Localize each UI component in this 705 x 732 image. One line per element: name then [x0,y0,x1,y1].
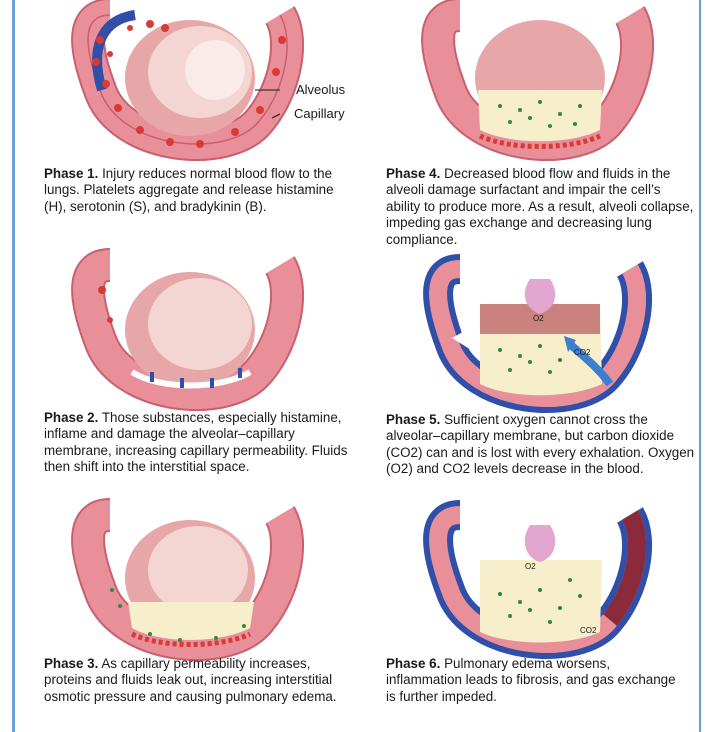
phase-2-title: Phase 2. [44,410,98,425]
phase-6-caption: Phase 6. Pulmonary edema worsens, inflam… [386,656,686,705]
phase-6-panel: O2 CO2 Phase 6. Pulmonary edema worsens,… [380,510,690,730]
phase-2-panel: Phase 2. Those substances, especially hi… [40,260,350,500]
phase-5-co2-label: CO2 [574,348,590,357]
phase-1-caption: Phase 1. Injury reduces normal blood flo… [44,166,344,215]
phase-5-title: Phase 5. [386,412,440,427]
phase-5-o2-label: O2 [533,314,544,323]
phase-6-co2-label: CO2 [580,626,596,635]
phase-6-alveolus-illustration [380,510,690,660]
phase-4-alveolus-illustration [380,10,690,160]
alveolus-label: Alveolus [296,82,345,97]
phase-3-caption: Phase 3. As capillary permeability incre… [44,656,354,705]
phase-3-title: Phase 3. [44,656,98,671]
phase-1-alveolus-illustration [40,10,340,160]
phase-1-panel: Alveolus Capillary Phase 1. Injury reduc… [40,10,340,250]
phase-3-panel: Phase 3. As capillary permeability incre… [40,510,350,730]
phase-3-alveolus-illustration [40,510,340,660]
phase-4-title: Phase 4. [386,166,440,181]
phase-6-o2-label: O2 [525,562,536,571]
phase-6-title: Phase 6. [386,656,440,671]
phase-4-panel: Phase 4. Decreased blood flow and fluids… [380,10,690,260]
phase-5-alveolus-illustration [380,264,690,414]
phase-4-caption: Phase 4. Decreased blood flow and fluids… [386,166,696,248]
phase-2-caption: Phase 2. Those substances, especially hi… [44,410,354,476]
capillary-label: Capillary [294,106,345,121]
phase-5-caption: Phase 5. Sufficient oxygen cannot cross … [386,412,696,478]
phase-5-panel: O2 CO2 Phase 5. Sufficient oxygen cannot… [380,264,690,504]
phase-1-title: Phase 1. [44,166,98,181]
phase-2-alveolus-illustration [40,260,340,410]
